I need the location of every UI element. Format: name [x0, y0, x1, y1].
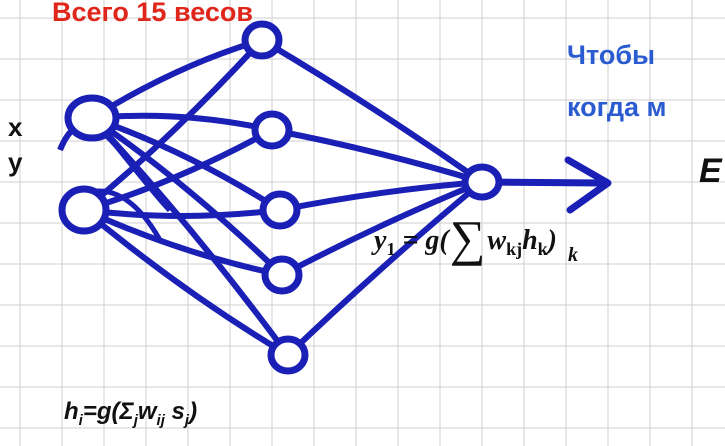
connection-input-hidden	[89, 115, 285, 278]
error-letter: E	[699, 152, 722, 190]
output-neuron	[461, 163, 503, 201]
output-formula-eq: = g(	[395, 225, 449, 256]
hidden-formula-h: h	[64, 398, 79, 425]
hidden-neuron	[251, 110, 293, 150]
hidden-formula-eq: =g(Σ	[82, 398, 134, 425]
hidden-neuron	[259, 190, 301, 230]
hidden-formula-h-sub: i	[78, 412, 83, 429]
hidden-formula-w-sub: ij	[156, 412, 165, 429]
output-formula-w-sub: kj	[506, 239, 523, 259]
hidden-neuron	[267, 335, 309, 375]
connection-input-hidden	[81, 207, 291, 358]
input-label-x: x	[8, 112, 23, 142]
hidden-formula-s: s	[164, 398, 185, 425]
connection-hidden-output	[279, 179, 485, 278]
connection-hidden-output	[269, 127, 485, 185]
input-label-y: y	[8, 147, 23, 177]
connection-hidden-output	[285, 179, 485, 358]
connection-input-hidden	[81, 207, 283, 219]
network-connections	[57, 37, 612, 358]
right-text-line-1: Чтобы	[567, 40, 656, 70]
input-neuron-x	[64, 94, 120, 142]
output-formula-h: h	[522, 225, 538, 256]
hidden-formula-sum-sub: j	[133, 412, 138, 429]
output-formula-lhs-sub: 1	[386, 239, 396, 259]
connection-hidden-output	[259, 37, 485, 185]
network-neurons	[58, 20, 503, 375]
input-neuron-y	[58, 185, 110, 235]
output-arrow-head	[564, 156, 612, 214]
hidden-neuron	[261, 255, 303, 295]
connection-input-hidden	[81, 207, 285, 278]
hidden-formula-close: )	[189, 398, 198, 425]
hidden-neuron	[241, 20, 283, 60]
hidden-formula-w: w	[137, 398, 157, 425]
hidden-formula-s-sub: j	[184, 412, 190, 429]
sum-index: k	[568, 244, 578, 266]
output-formula-h-sub: k	[537, 239, 548, 259]
sum-symbol: ∑	[449, 210, 486, 266]
total-weights-title: Всего 15 весов	[52, 0, 253, 27]
output-formula-close: )	[547, 225, 557, 256]
connection-hidden-output	[277, 179, 485, 213]
output-formula: y1 = g(∑wkjhk)	[374, 207, 557, 263]
right-text-line-2: когда м	[567, 92, 667, 122]
connection-input-hidden	[89, 37, 265, 121]
hidden-neuron-formula: hi=g(Σjwij sj)	[64, 398, 197, 429]
output-formula-w: w	[487, 225, 507, 256]
output-formula-lhs: y	[374, 225, 387, 256]
